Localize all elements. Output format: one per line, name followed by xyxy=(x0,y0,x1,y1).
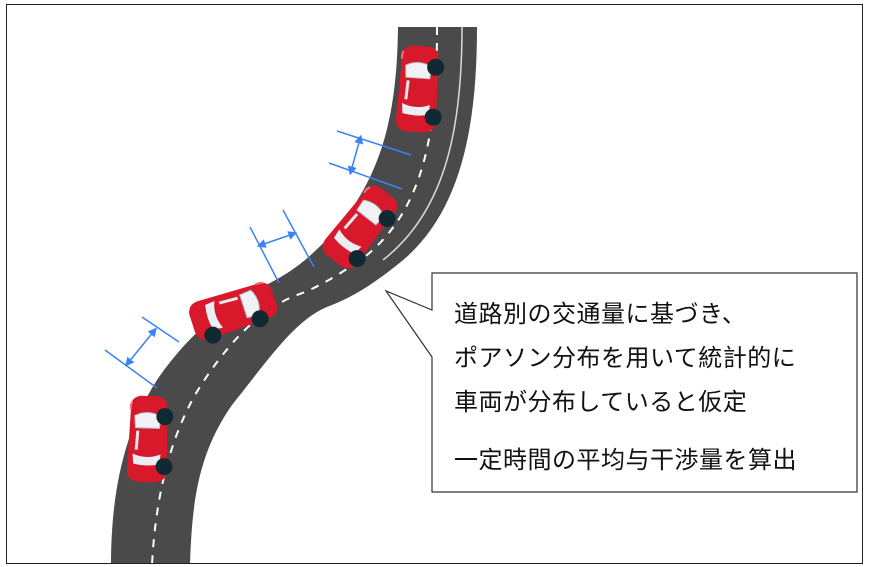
callout-text: 道路別の交通量に基づき、 ポアソン分布を用いて統計的に 車両が分布していると仮定… xyxy=(454,292,854,482)
speech-callout xyxy=(384,272,858,493)
figure-frame: 道路別の交通量に基づき、 ポアソン分布を用いて統計的に 車両が分布していると仮定… xyxy=(6,4,863,564)
double-arrow-icon xyxy=(328,130,412,190)
spacing-markers xyxy=(104,130,412,389)
road-diagram xyxy=(104,26,858,563)
road-edge-line xyxy=(382,26,463,261)
callout-result: 一定時間の平均与干渉量を算出 xyxy=(454,446,797,474)
road xyxy=(111,26,477,563)
lane-marking xyxy=(151,26,438,563)
callout-line-1: 道路別の交通量に基づき、 xyxy=(454,300,747,328)
spacer xyxy=(454,424,854,438)
callout-line-2: ポアソン分布を用いて統計的に xyxy=(454,344,797,372)
callout-line-3: 車両が分布していると仮定 xyxy=(454,388,748,416)
double-arrow-icon xyxy=(104,316,180,389)
road-surface xyxy=(111,27,477,563)
double-arrow-icon xyxy=(249,209,315,284)
